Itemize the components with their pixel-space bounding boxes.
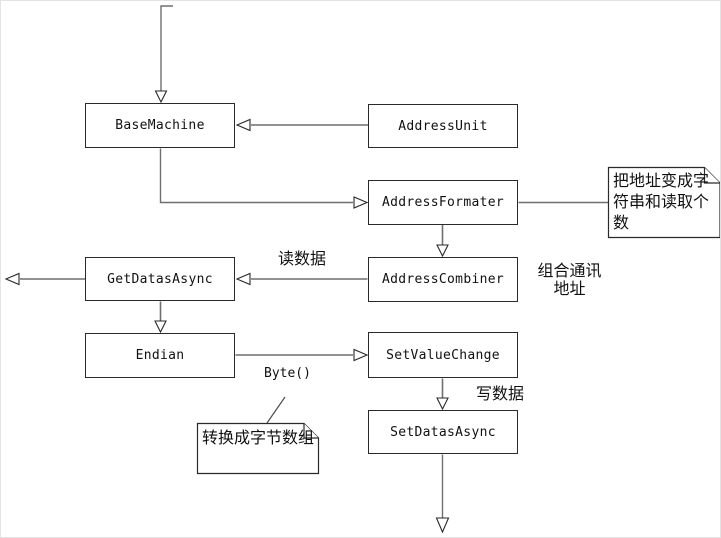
note-text-address: 把地址变成字符串和读取个数 (613, 171, 710, 232)
node-addressunit: AddressUnit (368, 104, 518, 148)
node-endian: Endian (85, 333, 235, 378)
arrowhead-left-icon (4, 272, 20, 286)
node-setdatasasync: SetDatasAsync (368, 410, 518, 454)
node-addresscombiner: AddressCombiner (368, 257, 518, 302)
edge-entry-to-basemachine (154, 5, 173, 104)
arrowhead-down-icon (154, 320, 167, 334)
edge-addressunit-to-basemachine (235, 118, 368, 132)
edge-basemachine-to-addressformater (159, 148, 369, 209)
edge-setdatasasync-to-exit (435, 454, 450, 534)
node-setvaluechange: SetValueChange (368, 332, 518, 378)
node-getdatasasync: GetDatasAsync (85, 257, 235, 301)
arrowhead-left-icon (235, 272, 251, 286)
edge-setvaluechange-to-setdatasasync (436, 378, 449, 411)
note-text-byte: 转换成字节数组 (202, 428, 315, 447)
edge-label-byte-call: Byte() (264, 366, 311, 381)
arrowhead-down-icon (435, 517, 450, 534)
node-basemachine: BaseMachine (85, 103, 235, 148)
note-fold-icon (703, 167, 720, 184)
node-addressformater: AddressFormater (368, 180, 518, 225)
edge-endian-to-setvaluechange (235, 348, 369, 362)
arrowhead-right-icon (353, 196, 369, 209)
edge-label-combine-address: 组合通讯地址 (537, 261, 602, 298)
edge-getdatasasync-to-exit (4, 272, 85, 286)
edge-addressformater-to-addresscombiner (436, 225, 449, 258)
edge-getdatasasync-to-endian (154, 301, 167, 334)
note-fold-icon (303, 423, 319, 439)
note-shape-byte (196, 422, 320, 475)
arrowhead-down-icon (154, 90, 168, 104)
edge-label-read-data: 读数据 (278, 249, 327, 268)
note-connector-byte (266, 396, 286, 424)
note-shape-address (607, 166, 720, 239)
arrowhead-down-icon (436, 244, 449, 258)
arrowhead-left-icon (235, 118, 251, 132)
arrowhead-down-icon (436, 397, 449, 411)
edge-addresscombiner-to-getdatasasync (235, 272, 368, 286)
arrowhead-right-icon (353, 348, 369, 362)
edge-label-write-data: 写数据 (476, 384, 525, 403)
